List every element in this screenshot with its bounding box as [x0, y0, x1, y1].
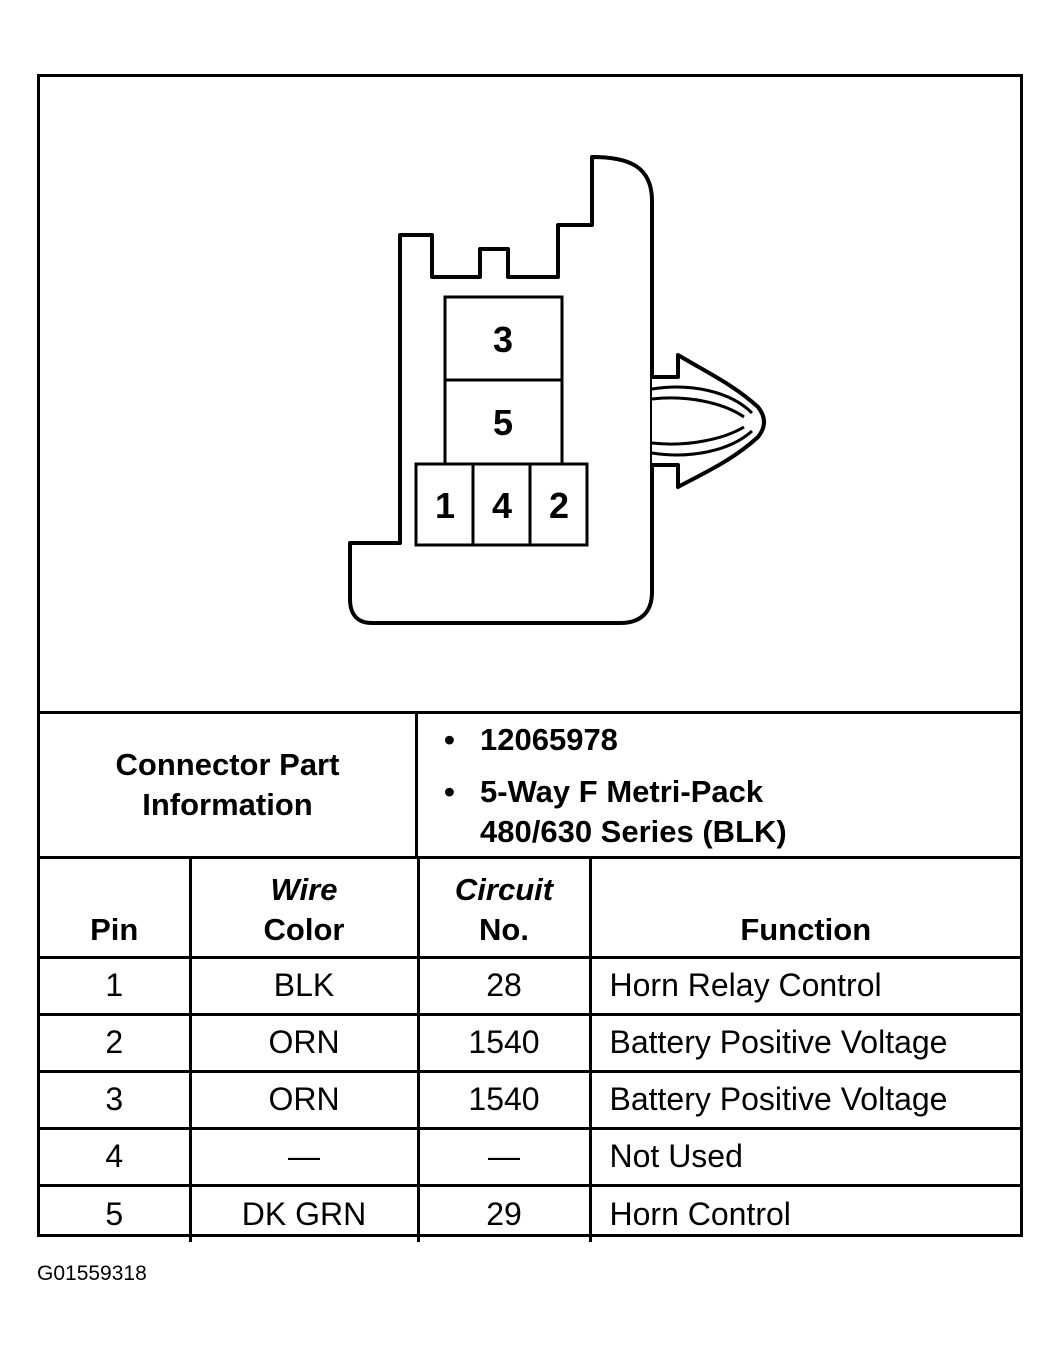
part-description: 5-Way F Metri-Pack 480/630 Series (BLK) [444, 772, 787, 852]
function-cell: Battery Positive Voltage [588, 1012, 1020, 1073]
connector-latch [652, 353, 766, 489]
connector-diagram: 3 5 1 4 2 [40, 77, 1020, 713]
pin-table: Pin Wire Color Circuit No. Function 1 BL… [40, 859, 1020, 1242]
figure-id: G01559318 [37, 1262, 147, 1285]
pin-cell: 4 [40, 1126, 192, 1187]
pin-table-header: Pin Wire Color Circuit No. Function [40, 859, 1020, 959]
cavity-2-label: 2 [549, 485, 569, 526]
circuit-cell: 29 [416, 1183, 592, 1242]
figure-frame: 3 5 1 4 2 Connector Part Information 120… [37, 74, 1023, 1242]
wire-color-cell: DK GRN [188, 1183, 420, 1242]
table-row: 4 — — Not Used [40, 1126, 1020, 1187]
info-label-line1: Connector Part [115, 747, 340, 782]
part-description-line1: 5-Way F Metri-Pack [480, 774, 764, 809]
circuit-cell: 1540 [416, 1012, 592, 1073]
wire-color-cell: ORN [188, 1069, 420, 1130]
cavity-1-label: 1 [435, 485, 455, 526]
function-cell: Horn Relay Control [588, 955, 1020, 1016]
function-cell: Battery Positive Voltage [588, 1069, 1020, 1130]
header-function: Function [588, 859, 1020, 959]
cavity-2 [528, 462, 589, 547]
wire-color-cell: ORN [188, 1012, 420, 1073]
part-description-line2: 480/630 Series (BLK) [480, 814, 787, 849]
header-wire-color: Wire Color [188, 859, 420, 959]
pin-cell: 1 [40, 955, 192, 1016]
connector-face-drawing: 3 5 1 4 2 [348, 155, 766, 625]
wire-color-cell: — [188, 1126, 420, 1187]
circuit-cell: 28 [416, 955, 592, 1016]
cavity-4 [471, 462, 532, 547]
function-cell: Not Used [588, 1126, 1020, 1187]
table-row: 3 ORN 1540 Battery Positive Voltage [40, 1069, 1020, 1130]
function-cell: Horn Control [588, 1183, 1020, 1242]
header-pin: Pin [40, 859, 192, 959]
pin-cell: 5 [40, 1183, 192, 1242]
cavity-3-label: 3 [493, 319, 513, 360]
cavity-5-label: 5 [493, 402, 513, 443]
part-number: 12065978 [444, 722, 618, 758]
circuit-cell: — [416, 1126, 592, 1187]
cavity-4-label: 4 [492, 485, 512, 526]
table-row: 1 BLK 28 Horn Relay Control [40, 955, 1020, 1016]
circuit-cell: 1540 [416, 1069, 592, 1130]
info-label-line2: Information [142, 787, 313, 822]
cavity-3 [443, 295, 564, 382]
table-row: 2 ORN 1540 Battery Positive Voltage [40, 1012, 1020, 1073]
header-circuit-no: Circuit No. [416, 859, 592, 959]
connector-part-info-values: 12065978 5-Way F Metri-Pack 480/630 Seri… [418, 714, 1020, 856]
pin-cell: 3 [40, 1069, 192, 1130]
wire-color-cell: BLK [188, 955, 420, 1016]
table-row: 5 DK GRN 29 Horn Control [40, 1183, 1020, 1242]
pin-cell: 2 [40, 1012, 192, 1073]
connector-part-info-label: Connector Part Information [40, 714, 418, 856]
connector-part-info-row: Connector Part Information 12065978 5-Wa… [40, 711, 1020, 859]
